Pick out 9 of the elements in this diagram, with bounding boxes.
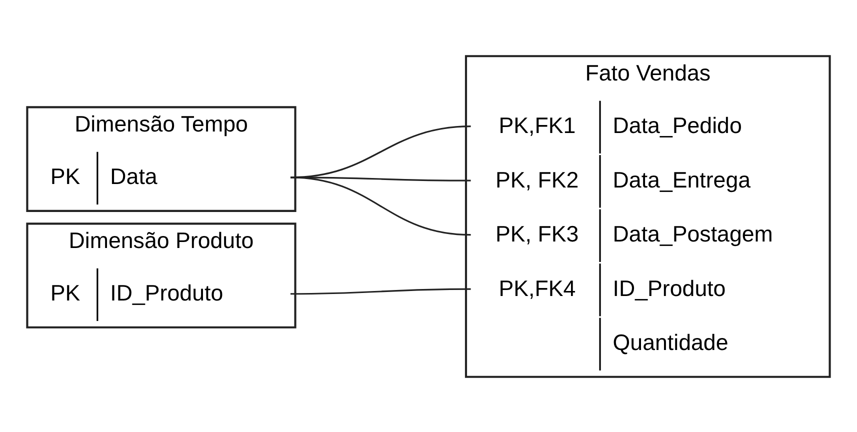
connector: [290, 176, 471, 236]
connector: [290, 288, 471, 294]
node-text: PK ID_Produto: [50, 280, 224, 306]
node-text: PK,FK4 ID_Produto: [498, 275, 726, 300]
node-text: PK Data: [50, 164, 158, 189]
node-text: PK, FK2 Data_Entrega: [496, 166, 751, 192]
node-text: PK, FK3 Data_Postagem: [496, 221, 773, 246]
node-text: PK,FK1 Data_Pedido: [498, 112, 742, 138]
node-text: Quantidade: [612, 330, 728, 355]
